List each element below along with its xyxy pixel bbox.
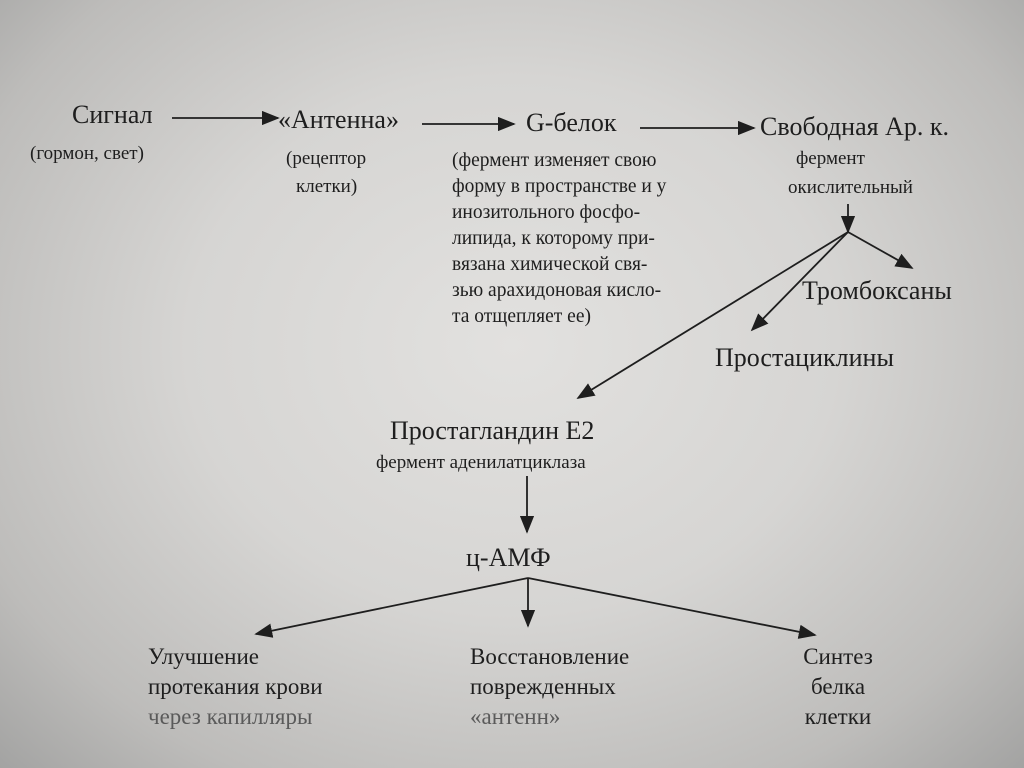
- node-prostaglandin: Простагландин Е2: [390, 416, 595, 445]
- node-free-ak: Свободная Ар. к.: [760, 112, 949, 141]
- outcome-line: Синтез: [803, 644, 873, 669]
- arrow-prostacyclins: [750, 231, 849, 332]
- node-thromboxanes: Тромбоксаны: [802, 276, 952, 305]
- node-prostacyclins: Простациклины: [715, 343, 894, 372]
- node-free-ak-note-1: фермент: [796, 148, 865, 169]
- outcome-line: Восстановление: [470, 644, 630, 669]
- note-line: вязана химической свя-: [452, 254, 648, 275]
- node-outcome-3: Синтез белка клетки: [790, 642, 886, 732]
- note-line: форму в пространстве и у: [452, 176, 667, 197]
- note-line: та отщепляет ее): [452, 306, 591, 327]
- note-line: зью арахидоновая кисло-: [452, 280, 662, 301]
- node-prostaglandin-note: фермент аденилатциклаза: [376, 452, 586, 473]
- note-line: инозитольного фосфо-: [452, 202, 641, 223]
- note-line: (фермент изменяет свою: [452, 150, 657, 171]
- outcome-line: белка: [810, 674, 866, 699]
- node-g-protein-note: (фермент изменяет свою форму в пространс…: [452, 148, 666, 330]
- outcome-line: клетки: [804, 704, 872, 729]
- arrow-camp-outcome1: [254, 577, 529, 638]
- node-signal: Сигнал: [72, 100, 153, 129]
- outcome-line: Улучшение: [148, 644, 259, 669]
- node-g-protein: G-белок: [526, 108, 617, 137]
- node-free-ak-note-2: окислительный: [788, 177, 913, 198]
- arrow-camp-outcome3: [527, 577, 817, 639]
- outcome-line: протекания крови: [148, 674, 323, 699]
- node-outcome-1: Улучшение протекания крови через капилля…: [148, 642, 323, 732]
- node-antenna-note-2: клетки): [296, 176, 358, 197]
- node-antenna: «Антенна»: [278, 105, 399, 134]
- node-antenna-note-1: (рецептор: [286, 148, 367, 169]
- node-signal-note: (гормон, свет): [30, 143, 144, 164]
- arrow-thromboxanes: [847, 231, 914, 269]
- node-outcome-2: Восстановление поврежденных «антенн»: [470, 642, 629, 732]
- outcome-line: «антенн»: [470, 704, 561, 729]
- outcome-line: через капилляры: [148, 704, 313, 729]
- arrow-prostaglandin: [576, 231, 849, 399]
- node-camp: ц-АМФ: [466, 543, 551, 572]
- note-line: липида, к которому при-: [452, 228, 655, 249]
- outcome-line: поврежденных: [470, 674, 616, 699]
